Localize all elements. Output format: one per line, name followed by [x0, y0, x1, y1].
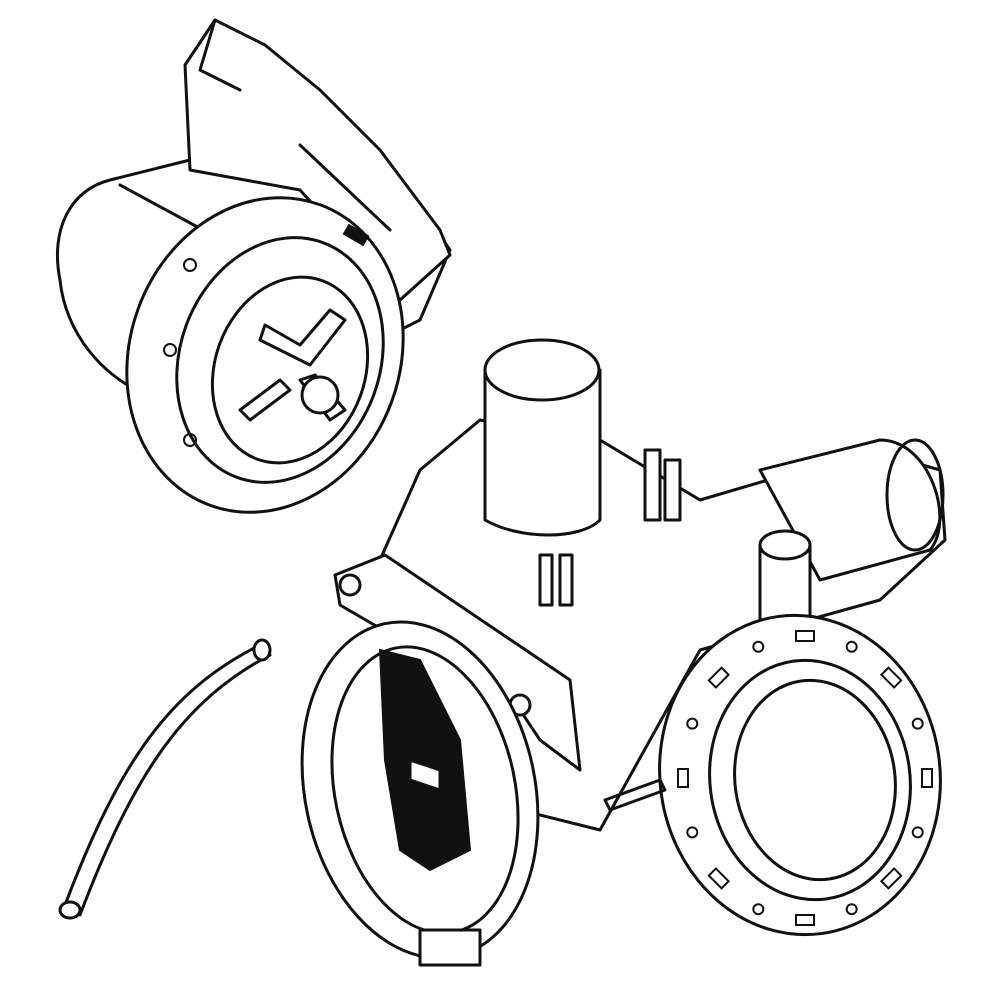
ring-hole — [845, 640, 858, 653]
ring-hole — [686, 717, 699, 730]
rear-ring-slots — [677, 630, 933, 926]
ring-hole — [911, 717, 924, 730]
outlet-pipe-opening — [483, 338, 601, 402]
flange-clip — [342, 223, 370, 247]
ring-slot — [921, 768, 933, 788]
rear-ring-bore — [733, 678, 897, 882]
side-pipe-opening — [885, 438, 945, 552]
bottom-mount — [418, 928, 482, 967]
hose-end — [58, 900, 82, 920]
motor-rotor-ring — [210, 275, 370, 465]
ring-slot — [879, 666, 903, 689]
motor — [55, 18, 452, 514]
pin — [538, 448, 682, 607]
hose-end — [252, 638, 272, 662]
bracket-hole — [338, 573, 362, 597]
filter-insert — [378, 648, 472, 872]
hose-line — [63, 643, 262, 907]
flange-hole — [163, 343, 177, 357]
motor-flange-inner — [175, 236, 385, 484]
ring-hole — [752, 903, 765, 916]
ring-slot — [677, 768, 689, 788]
flange-hole — [183, 258, 197, 272]
impeller-hub — [300, 375, 340, 415]
vent-post-top — [758, 529, 812, 561]
hose — [58, 638, 272, 920]
flange-hole — [183, 433, 197, 447]
ring-slot — [879, 867, 903, 890]
ring-hole — [686, 826, 699, 839]
ring-slot — [707, 867, 731, 890]
ring-slot — [707, 666, 731, 689]
filter-tab — [408, 758, 442, 792]
pump-housing — [300, 338, 947, 967]
ring-hole — [845, 903, 858, 916]
ring-slot — [795, 914, 815, 926]
hose-line-inner — [78, 653, 272, 917]
lever — [603, 778, 667, 812]
ring-hole — [911, 826, 924, 839]
ring-slot — [795, 630, 815, 642]
rear-ring-inner — [708, 658, 912, 902]
outlet-pipe — [483, 368, 602, 537]
ring-hole — [752, 640, 765, 653]
